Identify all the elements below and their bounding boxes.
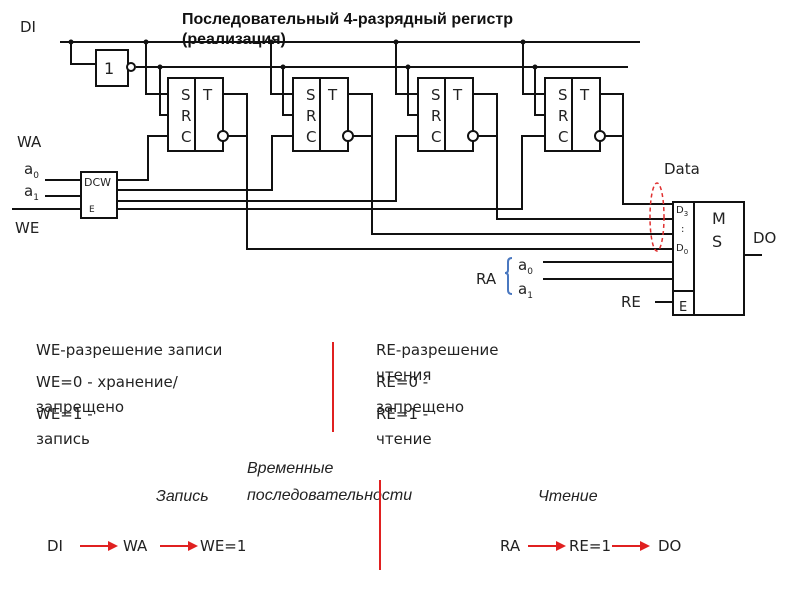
flip-flop-c-label: C <box>558 128 568 146</box>
decoder-label: DCW <box>84 176 111 189</box>
do-output-label: DO <box>753 229 777 247</box>
read-step-1: RA <box>500 537 521 555</box>
re-input-label: RE <box>621 293 641 311</box>
flip-flop-r-label: R <box>306 107 316 125</box>
q-output-wire <box>600 93 673 205</box>
legend-divider <box>332 342 334 432</box>
ra-input-label: RA <box>476 270 497 288</box>
reset-input-wire <box>282 67 293 116</box>
mux-dots: : <box>681 224 684 235</box>
page-title: Последовательный 4-разрядный регистр (ре… <box>182 10 513 50</box>
we-input-label: WE <box>15 219 40 237</box>
q-output-wire <box>473 93 673 220</box>
read-step-2: RE=1 <box>569 537 612 555</box>
flip-flop-s-label: S <box>181 86 191 104</box>
decoder-enable-label: E <box>89 205 95 215</box>
inverted-output-bubble-icon <box>342 130 354 142</box>
clock-input-wire <box>117 135 545 210</box>
clock-input-wire <box>117 135 293 191</box>
re-title: RE-разрешение чтения <box>376 341 499 384</box>
data-highlight-ellipse <box>649 182 665 252</box>
reset-input-wire <box>159 67 168 116</box>
flip-flop-r-label: R <box>431 107 441 125</box>
flip-flop-t-label: T <box>202 86 213 104</box>
di-to-inverter-wire <box>70 42 96 65</box>
arrow-right-icon <box>612 541 650 551</box>
flip-flop-r-label: R <box>181 107 191 125</box>
inverted-output-bubble-icon <box>594 130 606 142</box>
flip-flop-s-label: S <box>558 86 568 104</box>
write-sequence-label: Запись <box>156 488 209 505</box>
wa-input-label: WA <box>17 133 42 151</box>
clock-input-wire <box>117 135 168 181</box>
we-title: WE-разрешение записи <box>36 341 223 359</box>
mux-d0-label: D0 <box>676 243 688 256</box>
we-0-desc: WE=0 - хранение/запрещено <box>36 373 178 416</box>
inverter-label: 1 <box>104 59 114 78</box>
re-0-desc: RE=0 - запрещено <box>376 373 465 416</box>
wa-a0-label: a0 <box>24 160 39 181</box>
read-sequence-label: Чтение <box>538 488 598 505</box>
flip-flop-c-label: C <box>181 128 191 146</box>
di-input-label: DI <box>20 18 36 36</box>
we-1-desc: WE=1 - запись <box>36 405 93 448</box>
inverter-gate <box>95 49 129 87</box>
arrow-right-icon <box>80 541 118 551</box>
arrow-right-icon <box>160 541 198 551</box>
mux-label-s: S <box>712 232 722 251</box>
sequences-heading: Временные последовательности <box>247 460 413 504</box>
mux-label-m: M <box>712 209 726 228</box>
q-output-wire <box>223 93 673 250</box>
ra-a0-label: a0 <box>518 256 533 277</box>
flip-flop-c-label: C <box>306 128 316 146</box>
mux-enable-label: E <box>679 300 687 315</box>
flip-flop-c-label: C <box>431 128 441 146</box>
reset-input-wire <box>407 67 418 116</box>
wa-a1-label: a1 <box>24 182 39 203</box>
clock-input-wire <box>117 135 418 202</box>
reset-input-wire <box>534 67 545 116</box>
write-step-3: WE=1 <box>200 537 247 555</box>
set-input-wire <box>522 42 545 95</box>
flip-flop-t-label: T <box>327 86 338 104</box>
flip-flop-s-label: S <box>431 86 441 104</box>
set-input-wire <box>395 42 418 95</box>
ra-a1-label: a1 <box>518 280 533 301</box>
write-step-2: WA <box>123 537 148 555</box>
flip-flop-t-label: T <box>452 86 463 104</box>
flip-flop-t-label: T <box>579 86 590 104</box>
inverted-output-bubble-icon <box>467 130 479 142</box>
re-1-desc: RE=1 - чтение <box>376 405 432 448</box>
inverter-bubble-icon <box>126 62 136 72</box>
title-line-1: Последовательный 4-разрядный регистр <box>182 11 513 28</box>
arrow-right-icon <box>528 541 566 551</box>
write-step-1: DI <box>47 537 63 555</box>
sequence-divider <box>379 480 381 570</box>
ra-bracket-icon <box>504 257 513 295</box>
data-label: Data <box>664 160 700 178</box>
set-input-wire <box>270 42 293 95</box>
q-output-wire <box>348 93 673 235</box>
flip-flop-r-label: R <box>558 107 568 125</box>
title-line-2: (реализация) <box>182 31 286 48</box>
flip-flop-s-label: S <box>306 86 316 104</box>
mux-d3-label: D3 <box>676 205 688 218</box>
mux-ms <box>672 201 745 316</box>
inverted-output-bubble-icon <box>217 130 229 142</box>
read-step-3: DO <box>658 537 682 555</box>
